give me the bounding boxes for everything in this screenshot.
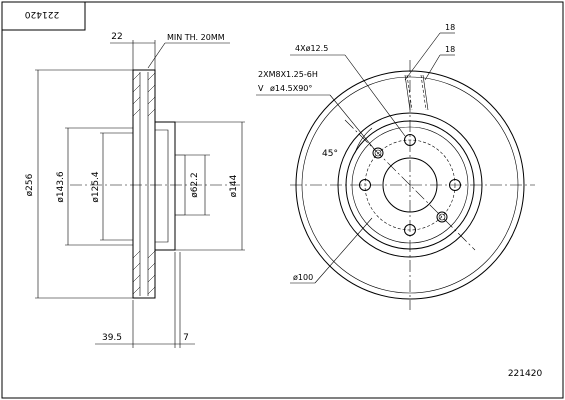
dim-width-label: 22 [111,32,122,42]
section-hatching [132,72,156,295]
part-number-bottom: 221420 [508,369,543,379]
dim-62-2: ø62.2 [185,154,210,216]
dim-144: ø144 [175,121,245,251]
dim-144-label: ø144 [229,174,239,197]
dim-outer-diameter: ø256 [25,69,133,299]
part-number-top: 221420 [25,9,60,19]
dim-7: 7 [175,252,195,348]
bolt-holes [359,134,461,236]
threaded-holes [372,147,448,223]
rotor-outer-inner-circle [301,76,519,294]
angle-45-arc [354,127,373,154]
threaded-holes-label-1: 2XM8X1.25-6H [258,70,318,79]
dim-143-6: ø143.6 [56,127,133,246]
threaded-holes-callout: 2XM8X1.25-6H V ø14.5X90° [256,70,376,151]
dim-width-22: 22 [110,32,156,70]
dim-outer-diameter-label: ø256 [25,173,35,196]
rotor-section [132,69,156,299]
bolt-holes-label: 4Xø12.5 [295,44,328,53]
hat-inner-circle [351,126,469,244]
part-number-box: 221420 [2,2,86,31]
dim-62-2-label: ø62.2 [190,172,200,198]
hat-outer-circle [337,112,483,258]
bolt-holes-callout: 4Xø12.5 [290,44,406,137]
diagonal-45-centerline [344,119,476,251]
dim-39-5-label: 39.5 [102,333,122,343]
dim-125-4: ø125.4 [91,132,133,241]
dim-125-4-label: ø125.4 [91,171,101,203]
side-view: ø256 ø143.6 ø125.4 ø62.2 ø144 [25,32,245,348]
pcd-callout: ø100 [290,217,373,284]
rotor-outer-circle [295,70,525,300]
min-thickness-callout: MIN TH. 20MM [147,33,230,69]
dim-18-callouts: 18 18 [404,23,455,81]
dim-18-b-label: 18 [445,45,455,54]
min-thickness-label: MIN TH. 20MM [167,33,225,42]
pcd-label: ø100 [293,273,313,282]
angle-45-label: 45° [322,149,338,159]
front-view: 45° 4Xø12.5 2XM8X1.25-6H V ø14.5X90° 18 [256,23,535,310]
vent-detail [404,74,429,111]
center-bore-circle [382,157,438,213]
pcd-circle [364,139,456,231]
dim-143-6-label: ø143.6 [56,171,66,203]
hat-step-circle [345,120,475,250]
dim-18-a-label: 18 [445,23,455,32]
threaded-holes-label-2: ø14.5X90° [270,84,312,93]
dim-39-5: 39.5 [95,252,176,348]
countersink-symbol: V [258,84,264,93]
dim-7-label: 7 [183,333,189,343]
